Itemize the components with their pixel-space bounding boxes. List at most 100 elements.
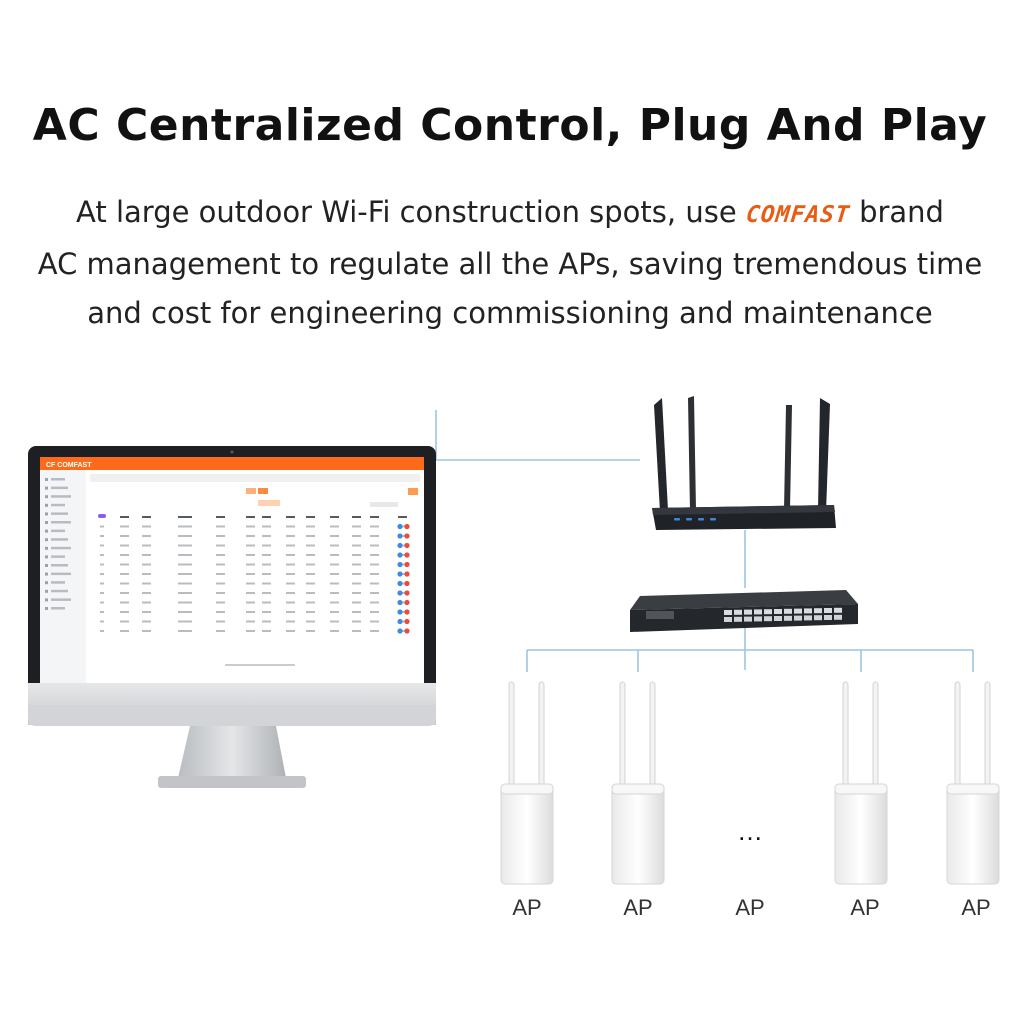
screen-table-cell [286, 601, 295, 604]
screen-table-cell [286, 544, 295, 547]
ap-label: AP [850, 895, 879, 920]
screen-table-cell [286, 611, 295, 613]
screen-sidebar-icon [45, 486, 48, 490]
switch-port [744, 616, 752, 622]
screen-table-cell [286, 592, 295, 594]
screen-table-cell [330, 630, 339, 632]
switch-port [754, 616, 762, 622]
screen-table-cell [178, 611, 192, 613]
screen-table-cell [246, 592, 255, 594]
screen-sidebar-icon [45, 589, 48, 593]
screen-table-cell [306, 573, 315, 575]
screen-sidebar-icon [45, 581, 48, 585]
screen-table-cell [370, 630, 379, 632]
screen-table-cell [286, 554, 295, 556]
screen-table-cell [262, 525, 271, 528]
switch-port [734, 609, 742, 615]
description-line-1: At large outdoor Wi-Fi construction spot… [0, 188, 1020, 240]
screen-sidebar-text [51, 546, 71, 550]
screen-table-cell [142, 525, 151, 528]
description: At large outdoor Wi-Fi construction spot… [0, 188, 1020, 338]
screen-table-cell [370, 620, 379, 623]
screen-table-cell [370, 592, 379, 594]
screen-table-cell [178, 630, 192, 632]
screen-sidebar-text [51, 581, 65, 584]
screen-table-cell [216, 516, 225, 518]
screen-table-cell [216, 563, 225, 566]
switch-port [734, 616, 742, 622]
screen-table-cell [262, 601, 271, 604]
switch-port [744, 609, 752, 615]
screen-sidebar-icon [45, 512, 48, 516]
screen-sidebar-text [51, 538, 68, 541]
screen-table-cell [352, 630, 361, 632]
screen-sidebar-text [51, 555, 65, 558]
screen-table-cell [216, 573, 225, 575]
screen-sidebar-icon [45, 607, 48, 610]
screen-table-cell [352, 620, 361, 623]
screen-table-cell [100, 620, 104, 623]
screen-sidebar-icon [45, 598, 48, 602]
screen-sidebar-text [51, 503, 65, 507]
screen-sidebar-text [51, 598, 71, 601]
switch-port [724, 610, 732, 615]
screen-table-cell [142, 601, 151, 604]
switch-port [764, 609, 772, 615]
screen-table-cell [100, 544, 104, 547]
screen-sidebar-text [51, 478, 65, 481]
screen-table-cell [142, 516, 151, 518]
screen-table-cell [216, 620, 225, 623]
screen-table-cell [286, 525, 295, 528]
screen-table-cell [398, 516, 407, 518]
screen-table-cell [120, 582, 129, 585]
screen-table-cell [246, 535, 255, 537]
screen-table-cell [330, 601, 339, 604]
access-point-icon [946, 681, 1000, 885]
switch-port [774, 609, 782, 614]
screen-table-cell [330, 573, 339, 575]
screen-table-cell [246, 563, 255, 566]
screen-table-cell [120, 620, 129, 623]
switch-port [764, 616, 772, 622]
screen-table-cell [120, 611, 129, 613]
screen-table-cell [100, 573, 104, 575]
screen-table-cell [352, 582, 361, 585]
screen-table-cell [330, 620, 339, 623]
screen-table-cell [262, 554, 271, 556]
screen-table-cell [352, 525, 361, 528]
ap-label: AP [623, 895, 652, 920]
monitor-icon: CF COMFAST [28, 446, 436, 788]
screen-table-cell [246, 611, 255, 613]
screen-sidebar-icon [45, 521, 48, 524]
screen-sidebar [45, 478, 71, 610]
ap-label: AP [961, 895, 990, 920]
screen-table-cell [370, 582, 379, 585]
screen-table-cell [262, 563, 271, 566]
screen-table-cell [330, 592, 339, 594]
screen-edit-icon [397, 542, 403, 549]
screen-table-cell [370, 525, 379, 528]
screen-sidebar-icon [45, 564, 48, 567]
screen-table-cell [178, 601, 192, 604]
screen-table-cell [178, 582, 192, 585]
description-line-3: and cost for engineering commissioning a… [87, 296, 933, 330]
screen-table-cell [100, 535, 104, 537]
screen-table-cell [142, 535, 151, 537]
monitor-base [158, 776, 306, 788]
ap-label: AP [512, 895, 541, 920]
screen-table-cell [142, 592, 151, 594]
switch-port [724, 617, 732, 622]
screen-table-cell [178, 573, 192, 575]
screen-logo: CF COMFAST [46, 462, 92, 469]
screen-table-cell [370, 563, 379, 566]
screen-table-cell [352, 535, 361, 537]
screen-table-cell [100, 582, 104, 585]
screen-delete-icon [404, 580, 410, 587]
screen-table-cell [286, 573, 295, 575]
screen-table-cell [216, 582, 225, 585]
screen-edit-icon [397, 533, 403, 539]
screen-delete-icon [404, 571, 410, 577]
screen-table-cell [330, 544, 339, 547]
screen-table-cell [100, 611, 104, 613]
screen-table-cell [330, 516, 339, 518]
